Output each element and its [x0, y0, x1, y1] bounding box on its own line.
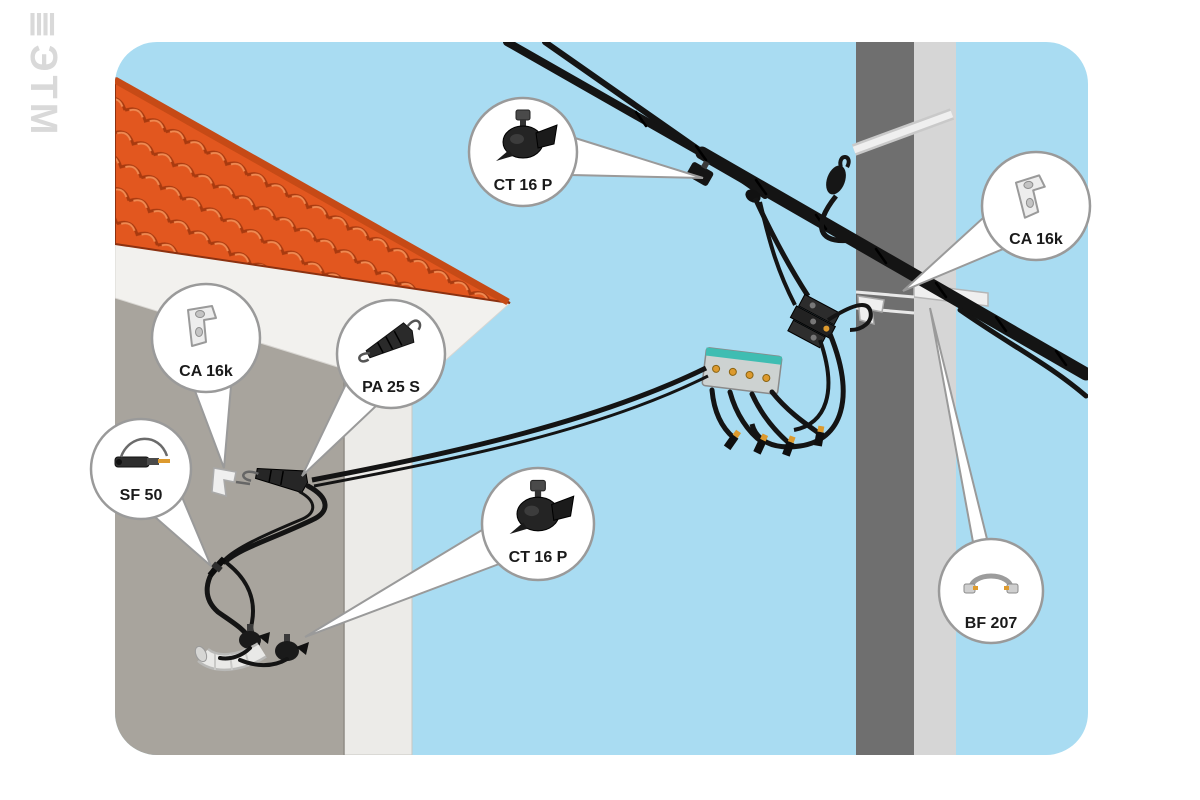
callout-ct16p-house: CT 16 P	[304, 466, 596, 638]
service-drop	[311, 160, 885, 488]
anchor-bail	[235, 480, 251, 486]
callout-label: BF 207	[965, 615, 1018, 632]
suspension-clamp-body	[826, 165, 846, 195]
bracket-loop-cable	[826, 303, 873, 332]
callout-bf207: BF 207	[929, 307, 1045, 645]
callout-bubble	[937, 537, 1045, 645]
pole-top-bracket	[852, 110, 954, 154]
distribution-block	[701, 347, 783, 395]
callout-label: CT 16 P	[509, 549, 568, 566]
bundle-thick	[695, 146, 1088, 381]
cable-tie	[207, 556, 227, 578]
callout-sf50: SF 50	[89, 417, 212, 567]
callout-ct16p-top: CT 16 P	[467, 96, 704, 208]
utility-pole	[851, 42, 989, 755]
pole-strap-1	[855, 290, 915, 299]
suspension-hook	[838, 155, 851, 168]
callout-label: CT 16 P	[494, 177, 553, 194]
callout-ca16k-house: CA 16k	[150, 282, 262, 469]
bundle-strand-right	[957, 307, 1088, 399]
callout-ca16k-pole: CA 16k	[902, 150, 1092, 292]
callout-label: SF 50	[120, 487, 163, 504]
anchor-clamp	[242, 468, 309, 494]
main-cable-bundle	[503, 42, 1088, 399]
callout-label: CA 16k	[179, 363, 233, 380]
line-tap-clamp	[686, 160, 714, 186]
callout-pa25s: PA 25 S	[301, 298, 447, 477]
service-clamp-2	[275, 634, 309, 661]
entry-wires	[218, 646, 289, 668]
loop-cable-2	[793, 339, 831, 432]
house-service-entry	[194, 467, 328, 672]
pigtail-leads	[709, 387, 823, 447]
callout-label: PA 25 S	[362, 379, 420, 396]
callout-bubble	[89, 417, 193, 521]
callout-label: CA 16k	[1009, 231, 1063, 248]
span-cable-to-house-2	[313, 374, 709, 488]
span-cable-to-house	[311, 365, 708, 483]
callout-bubble	[335, 298, 447, 410]
pole-front	[856, 42, 914, 755]
pigtail-tips	[723, 425, 825, 457]
bundle-wrap-ticks	[634, 110, 1068, 367]
roof-ridge	[115, 76, 510, 306]
callouts: CT 16 P CA 16k CA 16k PA 25 S	[89, 96, 1092, 645]
conduit-mouth	[194, 645, 208, 663]
wall-anchor-bracket	[211, 467, 237, 498]
conduit-pipe	[194, 642, 267, 672]
drop-cable-2	[758, 201, 797, 306]
scene	[115, 42, 1088, 755]
suspension-loop-cable	[819, 194, 853, 244]
suspension-clamp	[819, 155, 853, 244]
